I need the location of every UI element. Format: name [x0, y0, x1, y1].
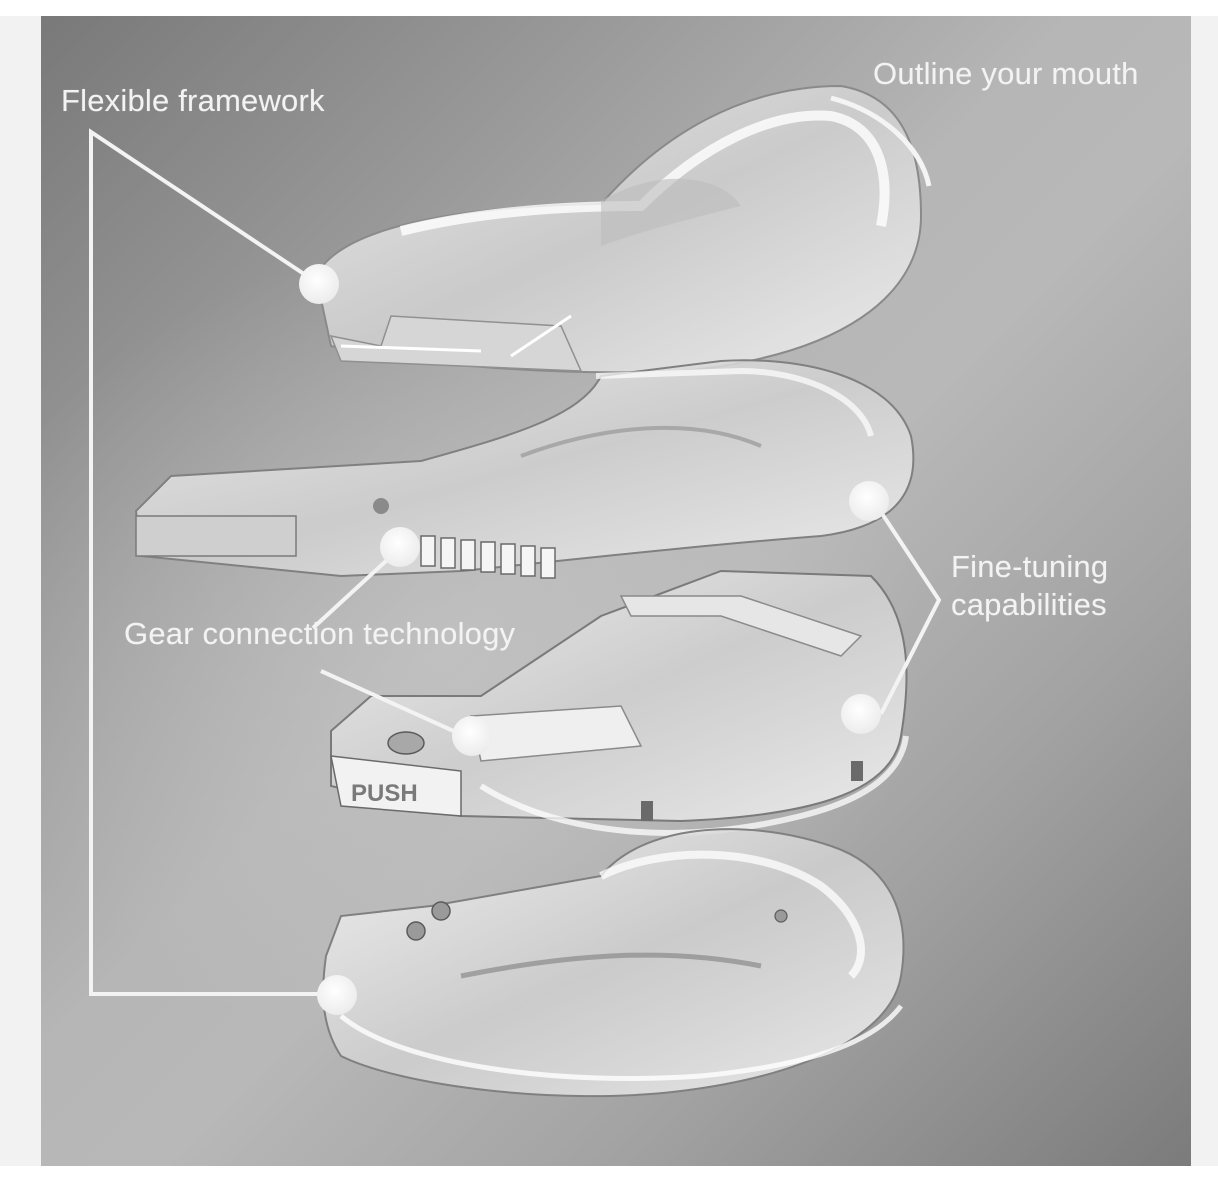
dot-flexible-framework [299, 264, 339, 304]
left-margin [0, 16, 41, 1166]
flexible-framework-leader [89, 128, 339, 996]
gear-leader-top [311, 547, 401, 630]
mouthguard-exploded-illustration: PUSH [89, 84, 942, 1098]
label-outline-mouth: Outline your mouth [873, 56, 1139, 91]
dot-gear-bottom [452, 716, 492, 756]
gear-teeth [420, 535, 556, 579]
callout-dots [299, 264, 889, 1015]
gear-leader-bottom [320, 669, 470, 740]
layer-top-tray [314, 84, 932, 374]
callout-lines [89, 128, 942, 996]
product-image-panel: PUSH [41, 16, 1191, 1166]
label-fine-tuning-line2: capabilities [951, 587, 1107, 622]
label-fine-tuning: Fine-tuning capabilities [951, 548, 1151, 624]
dot-flexible-framework-bottom [317, 975, 357, 1015]
dot-fine-tuning-top [849, 481, 889, 521]
layer-gear-tray [134, 359, 915, 579]
layer-bottom-tray [322, 828, 905, 1098]
dot-gear-top [380, 527, 420, 567]
dot-fine-tuning-bottom [841, 694, 881, 734]
label-flexible-framework: Flexible framework [61, 83, 325, 118]
push-embossing: PUSH [351, 780, 418, 807]
fine-tuning-leader [875, 504, 942, 715]
right-margin [1191, 16, 1218, 1166]
label-fine-tuning-line1: Fine-tuning [951, 549, 1109, 584]
label-gear-connection: Gear connection technology [124, 616, 516, 651]
layer-push-plate: PUSH [330, 569, 909, 836]
